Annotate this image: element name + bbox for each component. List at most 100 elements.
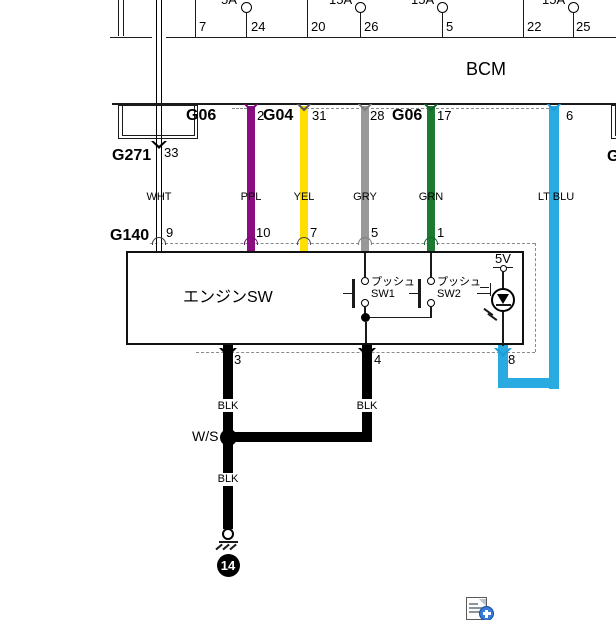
fuse-terminal-4	[568, 2, 579, 13]
sw2-wire-bottom	[430, 307, 432, 318]
fuse-terminal-3	[437, 2, 448, 13]
splice-label: W/S	[192, 428, 219, 444]
wire-ltblu-horiz	[498, 378, 559, 388]
bcm-top-pin-5: 5	[446, 19, 454, 34]
g140-pin5-arc	[358, 237, 372, 245]
blk-label-pin3: BLK	[217, 400, 239, 412]
document-line-2	[469, 607, 482, 609]
g140-pin-3: 3	[234, 352, 242, 367]
ground-terminal	[222, 528, 234, 540]
document-line-3	[469, 611, 482, 613]
wire-blk-pin4-a	[362, 343, 372, 399]
bcm-top-pin-24: 24	[251, 19, 266, 34]
sw1-wire-top	[364, 253, 366, 277]
sw2-actuator-bar	[418, 279, 421, 308]
sw-link-line	[365, 317, 431, 319]
engine-switch-box	[126, 251, 524, 345]
g140-pin1-arc	[424, 237, 438, 245]
bcm-pin-2: 2	[257, 108, 265, 123]
pin25-tick	[573, 13, 575, 37]
blk-label-pin4: BLK	[356, 400, 378, 412]
ground-hatch3	[229, 543, 237, 551]
bcm-bottom-edge	[112, 103, 616, 105]
bcm-pin-31: 31	[312, 108, 327, 123]
sw1-actuator-stem	[342, 292, 352, 294]
wire-blk-splice-bar	[223, 432, 372, 442]
fuse-terminal-1	[241, 2, 252, 13]
bcm-top-pin-26: 26	[364, 19, 379, 34]
g140-pin9-arc	[152, 237, 166, 245]
g271-pin: 33	[164, 145, 179, 160]
document-line-1	[469, 603, 478, 605]
pin22-tick	[523, 0, 525, 37]
pin5-tick	[442, 13, 444, 37]
wire-grn	[427, 105, 435, 252]
sw2-wire-top	[430, 253, 432, 277]
document-fold-corner	[479, 598, 486, 606]
ground-bar	[218, 540, 238, 543]
bcm-top-pin-22: 22	[527, 19, 542, 34]
bcm-top-edge-left	[110, 36, 152, 39]
led-diode-triangle	[496, 294, 509, 304]
wire-label-wht: WHT	[146, 191, 172, 203]
pin24-tick	[246, 13, 248, 37]
wire-blk-pin4-b	[362, 412, 372, 434]
fuse-rating-2: 15A	[329, 0, 352, 7]
bcm-connector-dash-short	[232, 108, 247, 109]
fuse-rating-3: 15A	[411, 0, 434, 7]
fuse-rating-1: 5A	[221, 0, 237, 7]
bcm-pin-6: 6	[566, 108, 574, 123]
pin4-inner-line	[365, 322, 367, 343]
engine-switch-label: エンジンSW	[183, 289, 273, 306]
sw2-text-line2: SW2	[437, 288, 461, 300]
g140-pin-5: 5	[371, 225, 379, 240]
wire-ltblu-pin8	[498, 345, 508, 388]
g140-pin10-arc	[244, 237, 258, 245]
wire-label-ppl: PPL	[240, 191, 262, 203]
fuse-terminal-2	[355, 2, 366, 13]
g140-pin-4: 4	[374, 352, 382, 367]
pin7-tick	[195, 0, 197, 37]
sw2-actuator-stem	[408, 292, 418, 294]
ground-id-badge: 14	[216, 553, 240, 577]
led-ground-stroke1	[480, 286, 489, 288]
wire-blk-pin3-a	[223, 343, 233, 399]
g271-box-inner	[121, 105, 195, 136]
zoom-plus-v	[485, 609, 488, 618]
bcm-top-pin-7: 7	[199, 19, 207, 34]
zoom-document-icon[interactable]	[466, 597, 502, 620]
bcm-top-edge-right	[165, 36, 616, 39]
bcm-pin-17: 17	[437, 108, 452, 123]
upper-box-wall-outer	[118, 0, 120, 36]
led-diode-bar	[495, 304, 511, 307]
wire-label-yel: YEL	[293, 191, 315, 203]
led-wire-top	[502, 271, 504, 288]
bcm-connector-g06a: G06	[186, 107, 217, 124]
g140-top-dash	[150, 243, 535, 244]
sw1-text-line2: SW1	[371, 288, 395, 300]
ground-id: 14	[220, 557, 236, 573]
sw2-contact-lower	[427, 299, 435, 307]
sw1-wire-bottom	[364, 307, 366, 315]
led-supply-label: 5V	[495, 251, 511, 266]
bcm-connector-g06b: G06	[392, 107, 423, 124]
g140-label: G140	[110, 227, 150, 244]
sw2-contact-upper	[427, 277, 435, 285]
sw1-contact-upper	[361, 277, 369, 285]
wire-gry	[361, 105, 369, 252]
g140-pin-7: 7	[310, 225, 318, 240]
sw1-contact-lower	[361, 299, 369, 307]
ground-hatch1	[215, 543, 223, 551]
wire-wht	[155, 0, 163, 251]
g140-right-dash	[535, 243, 536, 352]
blk-label-lower: BLK	[217, 473, 239, 485]
pin20-tick	[307, 0, 309, 37]
wire-ltblu-main	[549, 105, 559, 389]
led-ground-vert	[489, 283, 491, 296]
wire-blk-lower	[223, 486, 233, 529]
g140-pin-8: 8	[508, 352, 516, 367]
wire-label-ltblu: LT BLU	[537, 191, 575, 203]
bcm-pin-28: 28	[370, 108, 385, 123]
right-box-outer	[611, 105, 616, 139]
